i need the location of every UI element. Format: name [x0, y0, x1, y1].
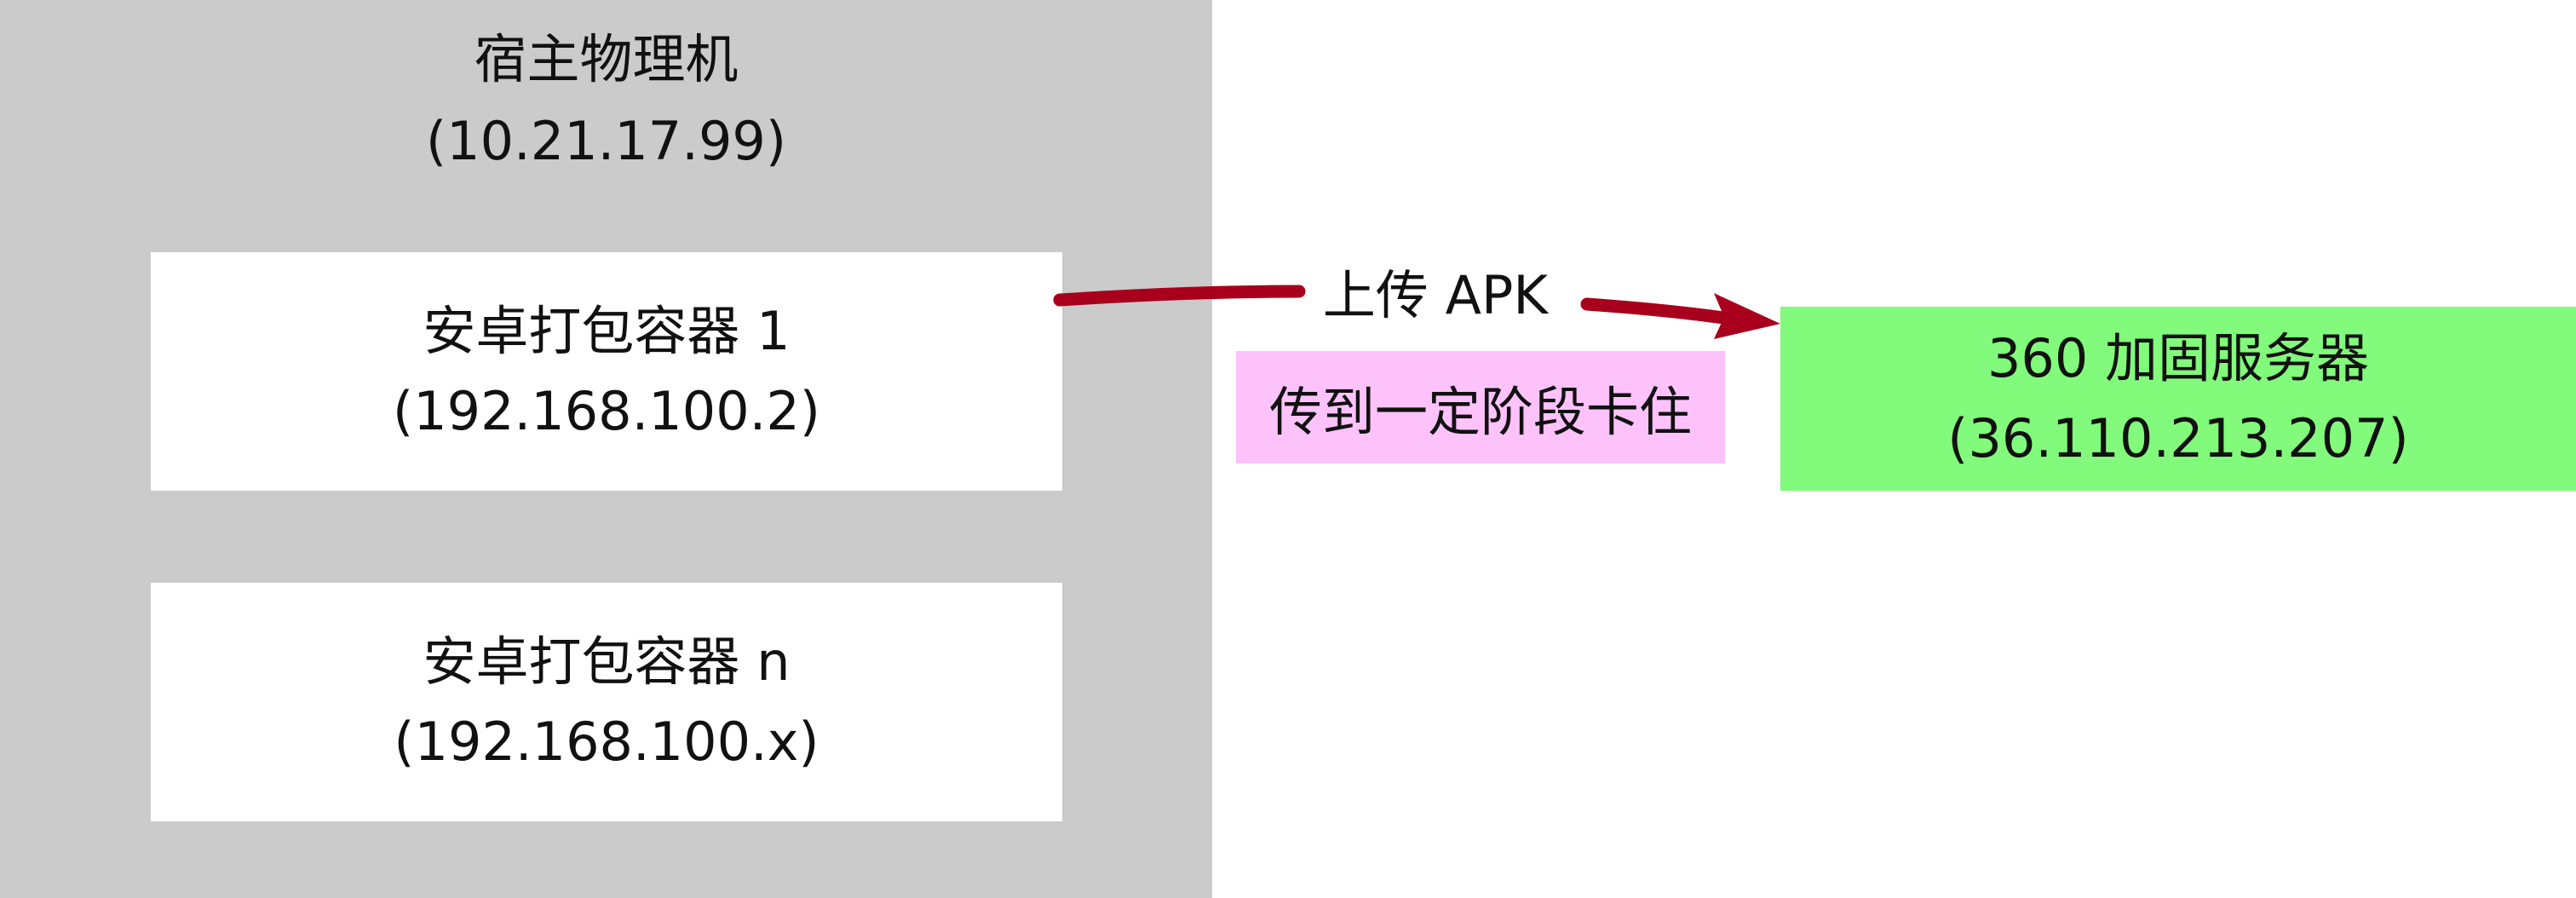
host-machine-name: 宿主物理机 [474, 28, 739, 90]
upload-arrow-segment-right [1580, 297, 1736, 325]
hardening-server: 360 加固服务器 (36.110.213.207) [1780, 307, 2576, 491]
upload-arrow-head [1714, 293, 1780, 339]
container-n-name: 安卓打包容器 n [423, 630, 791, 693]
stuck-note-text: 传到一定阶段卡住 [1268, 381, 1692, 443]
container-1-name: 安卓打包容器 1 [423, 300, 791, 362]
android-container-n: 安卓打包容器 n (192.168.100.x) [151, 583, 1062, 821]
host-machine-title: 宿主物理机 (10.21.17.99) [0, 19, 1212, 182]
server-ip: (36.110.213.207) [1947, 407, 2409, 469]
server-name: 360 加固服务器 [1987, 327, 2370, 389]
upload-apk-label: 上传 APK [1322, 264, 1549, 326]
upload-arrow-segment-left [1053, 285, 1306, 307]
host-machine-ip: (10.21.17.99) [425, 110, 787, 172]
container-1-ip: (192.168.100.2) [393, 380, 820, 442]
android-container-1: 安卓打包容器 1 (192.168.100.2) [151, 252, 1062, 491]
container-n-ip: (192.168.100.x) [394, 711, 819, 773]
stuck-note: 传到一定阶段卡住 [1236, 351, 1725, 463]
